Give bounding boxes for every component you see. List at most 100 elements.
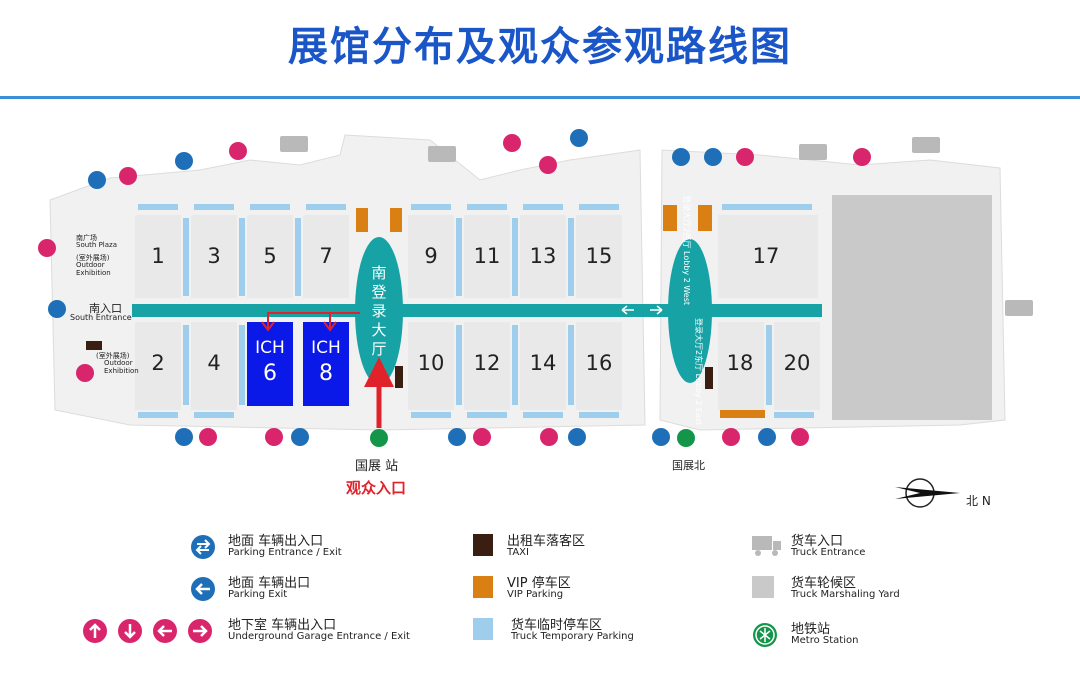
- legend-label-cn: 货车临时停车区: [511, 618, 603, 633]
- hall-17: [718, 215, 818, 298]
- marshaling-yard-square-icon: [752, 576, 774, 598]
- lobby-2-west-label: 登录大厅2西厅 Lobby 2 West: [682, 195, 692, 305]
- underground-garage-icon: [83, 619, 212, 643]
- truck-markers: [280, 136, 1033, 316]
- legend-label-en: VIP Parking: [507, 589, 564, 600]
- legend-truck-temporary-parking: 货车临时停车区 Truck Temporary Parking: [473, 614, 673, 648]
- south-plaza-en: South Plaza: [76, 241, 117, 249]
- legend-label-cn: 地面 车辆出口: [228, 576, 311, 591]
- metro-station-marker-2: [677, 429, 695, 447]
- hall-18: [718, 322, 764, 410]
- hall-label-3: 3: [207, 244, 220, 268]
- south-lobby-char-3: 录: [371, 302, 386, 320]
- hall-label-18: 18: [727, 351, 754, 375]
- hall-1: [135, 215, 181, 298]
- hall-label-20: 20: [784, 351, 811, 375]
- hall-12: [464, 322, 510, 410]
- ich-6-line1: ICH: [255, 338, 285, 358]
- legend-label-en: Truck Entrance: [791, 547, 866, 558]
- south-lobby-char-2: 登: [371, 283, 386, 301]
- page-title: 展馆分布及观众参观路线图: [288, 24, 792, 70]
- parking-entrance-exit-markers: [48, 129, 776, 446]
- metro-station-marker-1: [370, 429, 388, 447]
- legend-label-en: Parking Entrance / Exit: [228, 547, 342, 558]
- parking-exit-icon: [191, 577, 215, 601]
- visitor-entrance-label: 观众入口: [346, 479, 407, 497]
- legend-label-en: Parking Exit: [228, 589, 288, 600]
- ich-8-line2: 8: [319, 361, 333, 386]
- truck-icon: [752, 536, 781, 556]
- truck-temp-parking-square-icon: [473, 618, 493, 640]
- halls-top: [135, 215, 818, 298]
- metro-icon: [753, 623, 777, 647]
- hall-15: [576, 215, 622, 298]
- halls-bottom: [135, 322, 820, 410]
- ich-6-line2: 6: [263, 361, 277, 386]
- legend-taxi: 出租车落客区 TAXI: [473, 530, 673, 564]
- outdoor-exhibition-2-cn: (室外展场): [96, 352, 130, 360]
- legend-label-cn: 地面 车辆出入口: [228, 534, 324, 549]
- south-lobby-char-1: 南: [371, 264, 386, 282]
- hall-label-11: 11: [474, 244, 501, 268]
- hall-label-1: 1: [151, 244, 164, 268]
- hall-label-2: 2: [151, 351, 164, 375]
- ich-8-line1: ICH: [311, 338, 341, 358]
- legend-label-en: Truck Marshaling Yard: [791, 589, 900, 600]
- hall-label-5: 5: [263, 244, 276, 268]
- hall-label-14: 14: [530, 351, 557, 375]
- metro-station-guozhan: 国展 站: [355, 459, 399, 474]
- hall-3: [191, 215, 237, 298]
- hall-10: [408, 322, 454, 410]
- main-corridor: [132, 304, 822, 317]
- legend-label-cn: 出租车落客区: [507, 534, 586, 549]
- lobby-2-east-label: 登录大厅2东厅 Lobby 2 East: [694, 318, 704, 425]
- hall-5: [247, 215, 293, 298]
- legend-parking-entrance-exit: 地面 车辆出入口 Parking Entrance / Exit: [190, 530, 420, 564]
- south-lobby-char-4: 大: [371, 321, 386, 339]
- lobby-2: [668, 239, 712, 383]
- visitor-route: [261, 312, 394, 428]
- hall-label-16: 16: [586, 351, 613, 375]
- hall-label-7: 7: [319, 244, 332, 268]
- hall-6-ich: [247, 322, 293, 406]
- hall-2: [135, 322, 181, 410]
- south-lobby-char-5: 厅: [371, 340, 386, 358]
- legend-label-cn: 地铁站: [791, 622, 831, 637]
- hall-7: [303, 215, 349, 298]
- hall-14: [520, 322, 566, 410]
- hall-label-10: 10: [418, 351, 445, 375]
- legend-truck-entrance: 货车入口 Truck Entrance: [752, 530, 952, 564]
- outdoor-exhibition-1-cn: (室外展场): [76, 254, 110, 262]
- taxi-square-icon: [473, 534, 493, 556]
- truck-temp-parking-strips: [138, 204, 814, 418]
- outdoor-exhibition-1-en1: Outdoor: [76, 261, 105, 269]
- metro-station-guozhan-north: 国展北: [672, 459, 705, 472]
- hall-label-9: 9: [424, 244, 437, 268]
- legend-label-en: TAXI: [507, 547, 529, 558]
- legend-truck-marshaling-yard: 货车轮候区 Truck Marshaling Yard: [752, 572, 952, 606]
- outdoor-exhibition-1-en2: Exhibition: [76, 269, 111, 277]
- legend-underground-garage: 地下室 车辆出入口 Underground Garage Entrance / …: [82, 614, 422, 648]
- outdoor-exhibition-2-en1: Outdoor: [104, 359, 133, 367]
- legend-label-en: Metro Station: [791, 635, 859, 646]
- truck-marshaling-yard: [832, 195, 992, 420]
- hall-4: [191, 322, 237, 410]
- hall-11: [464, 215, 510, 298]
- hall-13: [520, 215, 566, 298]
- vip-parking-square-icon: [473, 576, 493, 598]
- hall-label-17: 17: [753, 244, 780, 268]
- legend-label-en: Underground Garage Entrance / Exit: [228, 631, 410, 642]
- parking-entrance-exit-icon: [191, 535, 215, 559]
- legend-label-en: Truck Temporary Parking: [511, 631, 634, 642]
- underground-garage-markers: [38, 134, 871, 446]
- taxi-dropoff: [86, 341, 713, 389]
- legend-label-cn: 地下室 车辆出入口: [228, 618, 337, 633]
- south-lobby: [355, 237, 403, 385]
- south-entrance-cn: 南入口: [89, 302, 122, 315]
- hall-label-12: 12: [474, 351, 501, 375]
- hall-label-4: 4: [207, 351, 220, 375]
- outdoor-exhibition-2-en2: Exhibition: [104, 367, 139, 375]
- legend-label-cn: VIP 停车区: [507, 576, 571, 591]
- vip-parking: [356, 205, 765, 418]
